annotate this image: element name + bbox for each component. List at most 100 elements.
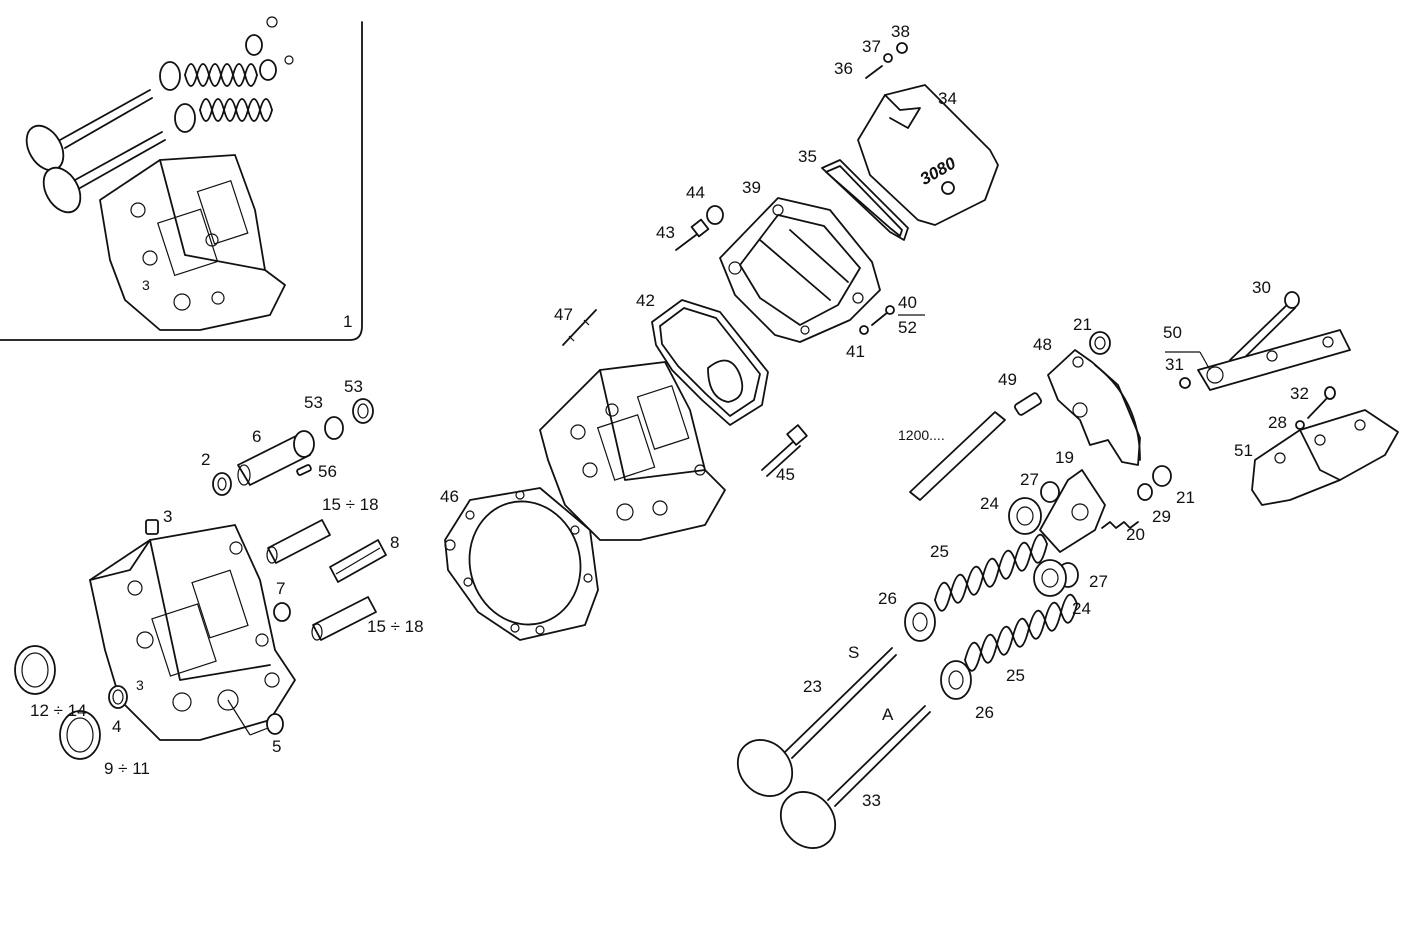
label-31: 31 [1165, 355, 1184, 374]
part-guide-8 [329, 539, 387, 583]
part-spring-seat-26-lower [940, 660, 972, 700]
part-stud-3 [145, 519, 159, 535]
part-ring-53a [324, 416, 344, 440]
label-7: 7 [276, 579, 285, 598]
part-cotter-27-upper [1040, 481, 1060, 503]
part-pin-7 [273, 602, 291, 622]
label-38: 38 [891, 22, 910, 41]
inset-spring-upper [159, 16, 278, 91]
part-rocker-shaft-31 [1197, 329, 1351, 391]
part-washer-28 [1295, 420, 1305, 430]
part-nut-29 [1137, 483, 1153, 501]
part-stud-47 [562, 309, 597, 346]
label-24a: 24 [980, 494, 999, 513]
label-23: 23 [803, 677, 822, 696]
part-ring-4 [108, 685, 128, 709]
callout-labels: 2 3 4 5 6 7 8 9 ÷ 11 12 ÷ 14 15 ÷ 18 15 … [30, 22, 1309, 810]
label-56: 56 [318, 462, 337, 481]
label-42: 42 [636, 291, 655, 310]
label-35: 35 [798, 147, 817, 166]
part-spring-25-lower [964, 593, 1078, 672]
svg-text:3: 3 [136, 677, 144, 693]
label-25b: 25 [1006, 666, 1025, 685]
middle-cylinder-head [539, 361, 726, 541]
label-8: 8 [390, 533, 399, 552]
part-nut-38 [896, 42, 908, 54]
label-33: 33 [862, 791, 881, 810]
part-stud-40-52 [871, 305, 895, 326]
svg-text:3: 3 [142, 277, 150, 293]
label-26b: 26 [975, 703, 994, 722]
part-washer-37 [883, 53, 893, 63]
label-49: 49 [998, 370, 1017, 389]
label-19: 19 [1055, 448, 1074, 467]
label-39: 39 [742, 178, 761, 197]
label-41: 41 [846, 342, 865, 361]
part-washer-50 [1179, 377, 1191, 389]
label-1200: 1200.... [898, 427, 945, 443]
label-A: A [882, 705, 894, 724]
part-rocker-arm-19 [1039, 469, 1106, 553]
label-32: 32 [1290, 384, 1309, 403]
inset-spring-lower [174, 55, 294, 133]
label-46: 46 [440, 487, 459, 506]
label-29: 29 [1152, 507, 1171, 526]
label-53a: 53 [304, 393, 323, 412]
part-bolt-45 [761, 424, 808, 477]
part-ring-53b [352, 398, 374, 424]
label-6: 6 [252, 427, 261, 446]
part-retainer-24-lower [1033, 559, 1067, 597]
part-rocker-housing-39 [719, 197, 881, 343]
part-bolt-32 [1307, 386, 1336, 419]
part-bracket-51 [1251, 409, 1399, 506]
part-seal-2 [212, 472, 232, 496]
label-53b: 53 [344, 377, 363, 396]
part-valve-23-exhaust [736, 647, 897, 797]
label-5: 5 [272, 737, 281, 756]
part-stud-36 [865, 65, 883, 79]
part-washer-41 [859, 325, 869, 335]
part-nut-21-upper [1089, 331, 1111, 355]
part-plug-5 [227, 699, 284, 736]
label-9-11: 9 ÷ 11 [104, 759, 150, 778]
label-48: 48 [1033, 335, 1052, 354]
label-26a: 26 [878, 589, 897, 608]
label-40: 40 [898, 293, 917, 312]
label-2: 2 [201, 450, 210, 469]
label-37: 37 [862, 37, 881, 56]
label-S: S [848, 643, 859, 662]
label-15-18a: 15 ÷ 18 [322, 495, 379, 514]
part-guide-6 [237, 430, 315, 486]
inset-valve-lower [42, 131, 166, 214]
label-20: 20 [1126, 525, 1145, 544]
part-bolt-43 [675, 218, 710, 251]
inset-cylinder-head: 3 [99, 154, 286, 331]
part-rocker-bracket-48 [1047, 349, 1141, 466]
inset-valve-upper [25, 89, 153, 172]
label-45: 45 [776, 465, 795, 484]
label-28: 28 [1268, 413, 1287, 432]
label-50: 50 [1163, 323, 1182, 342]
label-27b: 27 [1089, 572, 1108, 591]
main-cylinder-head: 3 [89, 524, 296, 741]
part-seat-ring-12-14 [14, 645, 56, 695]
part-spring-25-upper [934, 533, 1048, 612]
label-27a: 27 [1020, 470, 1039, 489]
part-retainer-24-upper [1008, 497, 1042, 535]
label-24b: 24 [1072, 599, 1091, 618]
label-30: 30 [1252, 278, 1271, 297]
part-valve-cover-34: 3080 [857, 84, 999, 226]
label-3: 3 [163, 507, 172, 526]
label-52: 52 [898, 318, 917, 337]
label-36: 36 [834, 59, 853, 78]
label-44: 44 [686, 183, 705, 202]
part-spring-seat-26-upper [904, 602, 936, 642]
part-adjuster-20 [1101, 521, 1139, 529]
label-43: 43 [656, 223, 675, 242]
part-nut-21-lower [1152, 465, 1172, 487]
label-21a: 21 [1073, 315, 1092, 334]
part-pushrod-1200 [909, 411, 1006, 501]
part-guide-15-18-lower [311, 596, 377, 641]
label-51: 51 [1234, 441, 1253, 460]
